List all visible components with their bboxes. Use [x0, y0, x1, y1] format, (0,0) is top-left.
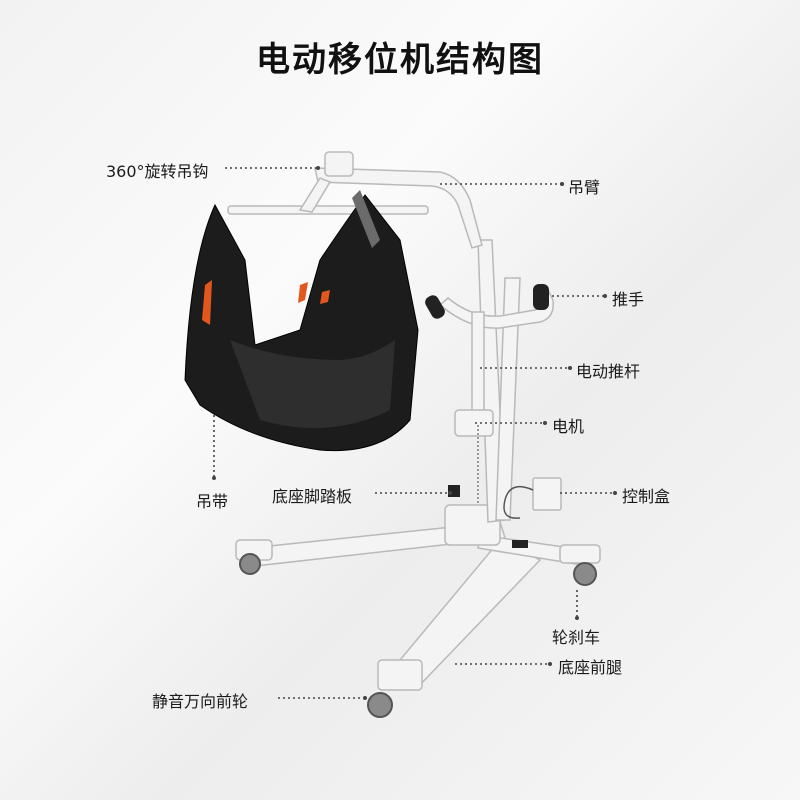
base-hub — [444, 504, 501, 546]
label-sling: 吊带 — [196, 492, 229, 511]
electric-actuator — [471, 311, 485, 423]
spreader-hanger — [298, 177, 332, 213]
right-wheel — [573, 562, 597, 586]
handle-grip-right — [533, 284, 549, 310]
brake-pedal — [512, 540, 528, 548]
label-actuator: 电动推杆 — [576, 362, 641, 381]
handle-grip-left — [425, 295, 445, 319]
foot-pedal — [448, 485, 460, 497]
mast-rear — [495, 277, 521, 521]
sling — [184, 190, 419, 452]
motor-housing — [454, 409, 494, 437]
label-brake-wheel: 轮刹车 — [552, 628, 601, 647]
hook-bracket — [324, 151, 354, 177]
leader-lines — [213, 167, 615, 699]
label-hook: 360°旋转吊钩 — [106, 162, 209, 181]
right-wheel-housing — [559, 544, 601, 564]
diagram-title: 电动移位机结构图 — [256, 40, 544, 80]
control-box-unit — [532, 477, 562, 511]
label-handle: 推手 — [612, 290, 645, 309]
label-base-leg: 底座前腿 — [558, 658, 623, 677]
sling-strap-orange-right — [320, 290, 330, 304]
front-wheel-housing — [377, 659, 423, 691]
label-footplate: 底座脚踏板 — [272, 487, 353, 506]
spreader-bar — [227, 205, 429, 215]
sling-strap-orange-left — [202, 280, 212, 325]
label-motor: 电机 — [552, 417, 585, 436]
front-wheel — [367, 692, 393, 718]
left-wheel — [239, 553, 261, 575]
label-front-wheel: 静音万向前轮 — [152, 692, 249, 711]
control-cable — [503, 485, 534, 519]
label-arm: 吊臂 — [568, 178, 601, 197]
lift-frame — [227, 151, 601, 691]
label-control-box: 控制盒 — [622, 487, 671, 506]
sling-strap-orange-mid — [298, 282, 308, 303]
